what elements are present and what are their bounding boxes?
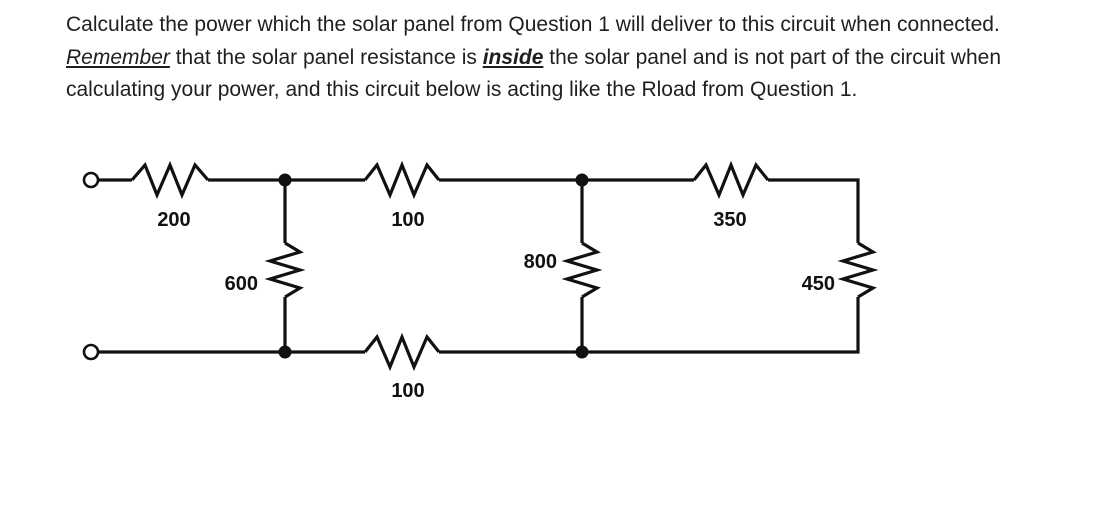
label-350: 350 [713,209,746,231]
question-part-2: that the solar panel resistance is [169,45,483,69]
terminal-bottom [82,343,100,361]
resistor-200 [130,160,210,200]
resistor-350 [692,160,770,200]
junction-node [278,345,292,359]
question-part-1: Calculate the power which the solar pane… [66,13,1000,36]
resistors [130,160,879,372]
wire-top-right-corner [768,178,860,243]
inside-emphasis: inside [482,45,544,69]
label-100-top: 100 [391,209,424,231]
junction-nodes [278,173,589,359]
resistor-100-top [363,160,441,200]
junction-node [575,345,589,359]
question-part-3: the solar panel and is not part of the c… [66,45,1002,102]
label-800: 800 [524,251,557,273]
remember-emphasis: Remember [66,45,170,69]
question-text: Calculate the power which the solar pane… [66,9,1096,107]
resistor-labels: 200 600 100 100 800 350 450 [157,209,835,402]
label-450: 450 [802,273,835,295]
resistor-600 [264,241,306,299]
wire-bottom-right [439,297,860,354]
terminal-top [82,171,100,189]
resistor-800 [561,241,603,299]
label-200: 200 [157,209,190,231]
resistor-450 [837,241,879,299]
label-100-bottom: 100 [391,380,424,402]
junction-node [575,173,589,187]
junction-node [278,173,292,187]
resistor-100-bottom [363,332,441,372]
label-600: 600 [225,273,258,295]
input-terminals [82,171,100,361]
circuit-wires [98,178,860,354]
